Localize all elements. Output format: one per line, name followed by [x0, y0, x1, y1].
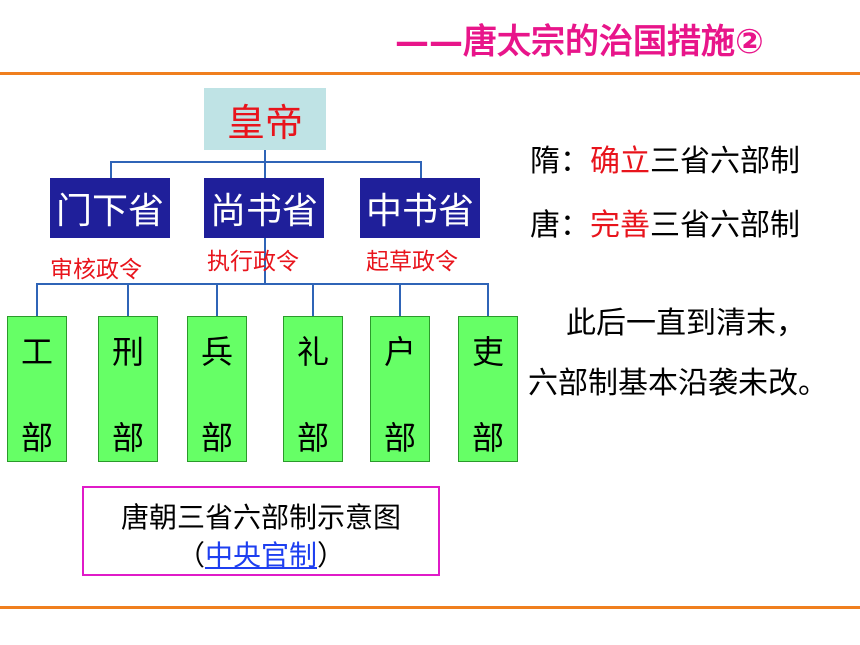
ministry-libu: 吏 部 [458, 316, 518, 462]
shangshu-role: 执行政令 [207, 249, 299, 275]
ministry-gong: 工 部 [7, 316, 67, 462]
tang-prefix: 唐： [530, 208, 590, 243]
ministry-char: 户 [383, 333, 416, 371]
shangshu-department: 尚书省 [204, 178, 324, 238]
hu-drop [399, 283, 401, 316]
sui-note: 隋：确立三省六部制 [530, 136, 800, 180]
after-note-line1: 此后一直到清末， [566, 306, 806, 341]
ministry-xing: 刑 部 [98, 316, 158, 462]
sui-rest: 三省六部制 [650, 144, 800, 179]
sui-highlight: 确立 [590, 144, 650, 179]
department-bus [110, 161, 422, 163]
ministry-suffix: 部 [20, 419, 53, 457]
zhongshu-role: 起草政令 [366, 249, 458, 275]
ministry-char: 吏 [471, 333, 504, 371]
caption-subtitle: （中央官制） [84, 534, 438, 574]
ministry-bing: 兵 部 [187, 316, 247, 462]
shangshu-drop [264, 161, 266, 178]
bing-drop [216, 283, 218, 316]
li-drop [312, 283, 314, 316]
xing-drop [127, 283, 129, 316]
shangshu-stem [264, 238, 266, 284]
slide-title: ——唐太宗的治国措施② [395, 22, 764, 62]
emperor-box: 皇帝 [204, 88, 326, 150]
caption-close-paren: ） [317, 539, 346, 572]
menxia-drop [110, 161, 112, 178]
tang-rest: 三省六部制 [650, 208, 800, 243]
tang-note: 唐：完善三省六部制 [530, 200, 800, 244]
libu-drop [487, 283, 489, 316]
ministry-char: 礼 [296, 333, 329, 371]
ministry-suffix: 部 [200, 419, 233, 457]
top-rule [0, 72, 860, 75]
caption-box: 唐朝三省六部制示意图 （中央官制） [82, 486, 440, 576]
ministry-suffix: 部 [383, 419, 416, 457]
after-note-line2: 六部制基本沿袭未改。 [528, 366, 828, 401]
caption-open-paren: （ [176, 539, 205, 572]
bottom-rule [0, 606, 860, 609]
ministry-hu: 户 部 [370, 316, 430, 462]
ministry-char: 刑 [111, 333, 144, 371]
zhongshu-drop [420, 161, 422, 178]
menxia-role: 审核政令 [50, 257, 142, 283]
zhongshu-department: 中书省 [360, 178, 480, 238]
central-system-link[interactable]: 中央官制 [204, 539, 317, 572]
sui-prefix: 隋： [530, 144, 590, 179]
ministry-bus [36, 283, 488, 285]
emperor-stem [264, 150, 266, 162]
ministry-suffix: 部 [471, 419, 504, 457]
ministry-suffix: 部 [296, 419, 329, 457]
ministry-suffix: 部 [111, 419, 144, 457]
ministry-char: 工 [20, 333, 53, 371]
gong-drop [36, 283, 38, 316]
caption-title: 唐朝三省六部制示意图 [120, 501, 401, 534]
menxia-department: 门下省 [50, 178, 170, 238]
tang-highlight: 完善 [590, 208, 650, 243]
ministry-char: 兵 [200, 333, 233, 371]
ministry-li: 礼 部 [283, 316, 343, 462]
